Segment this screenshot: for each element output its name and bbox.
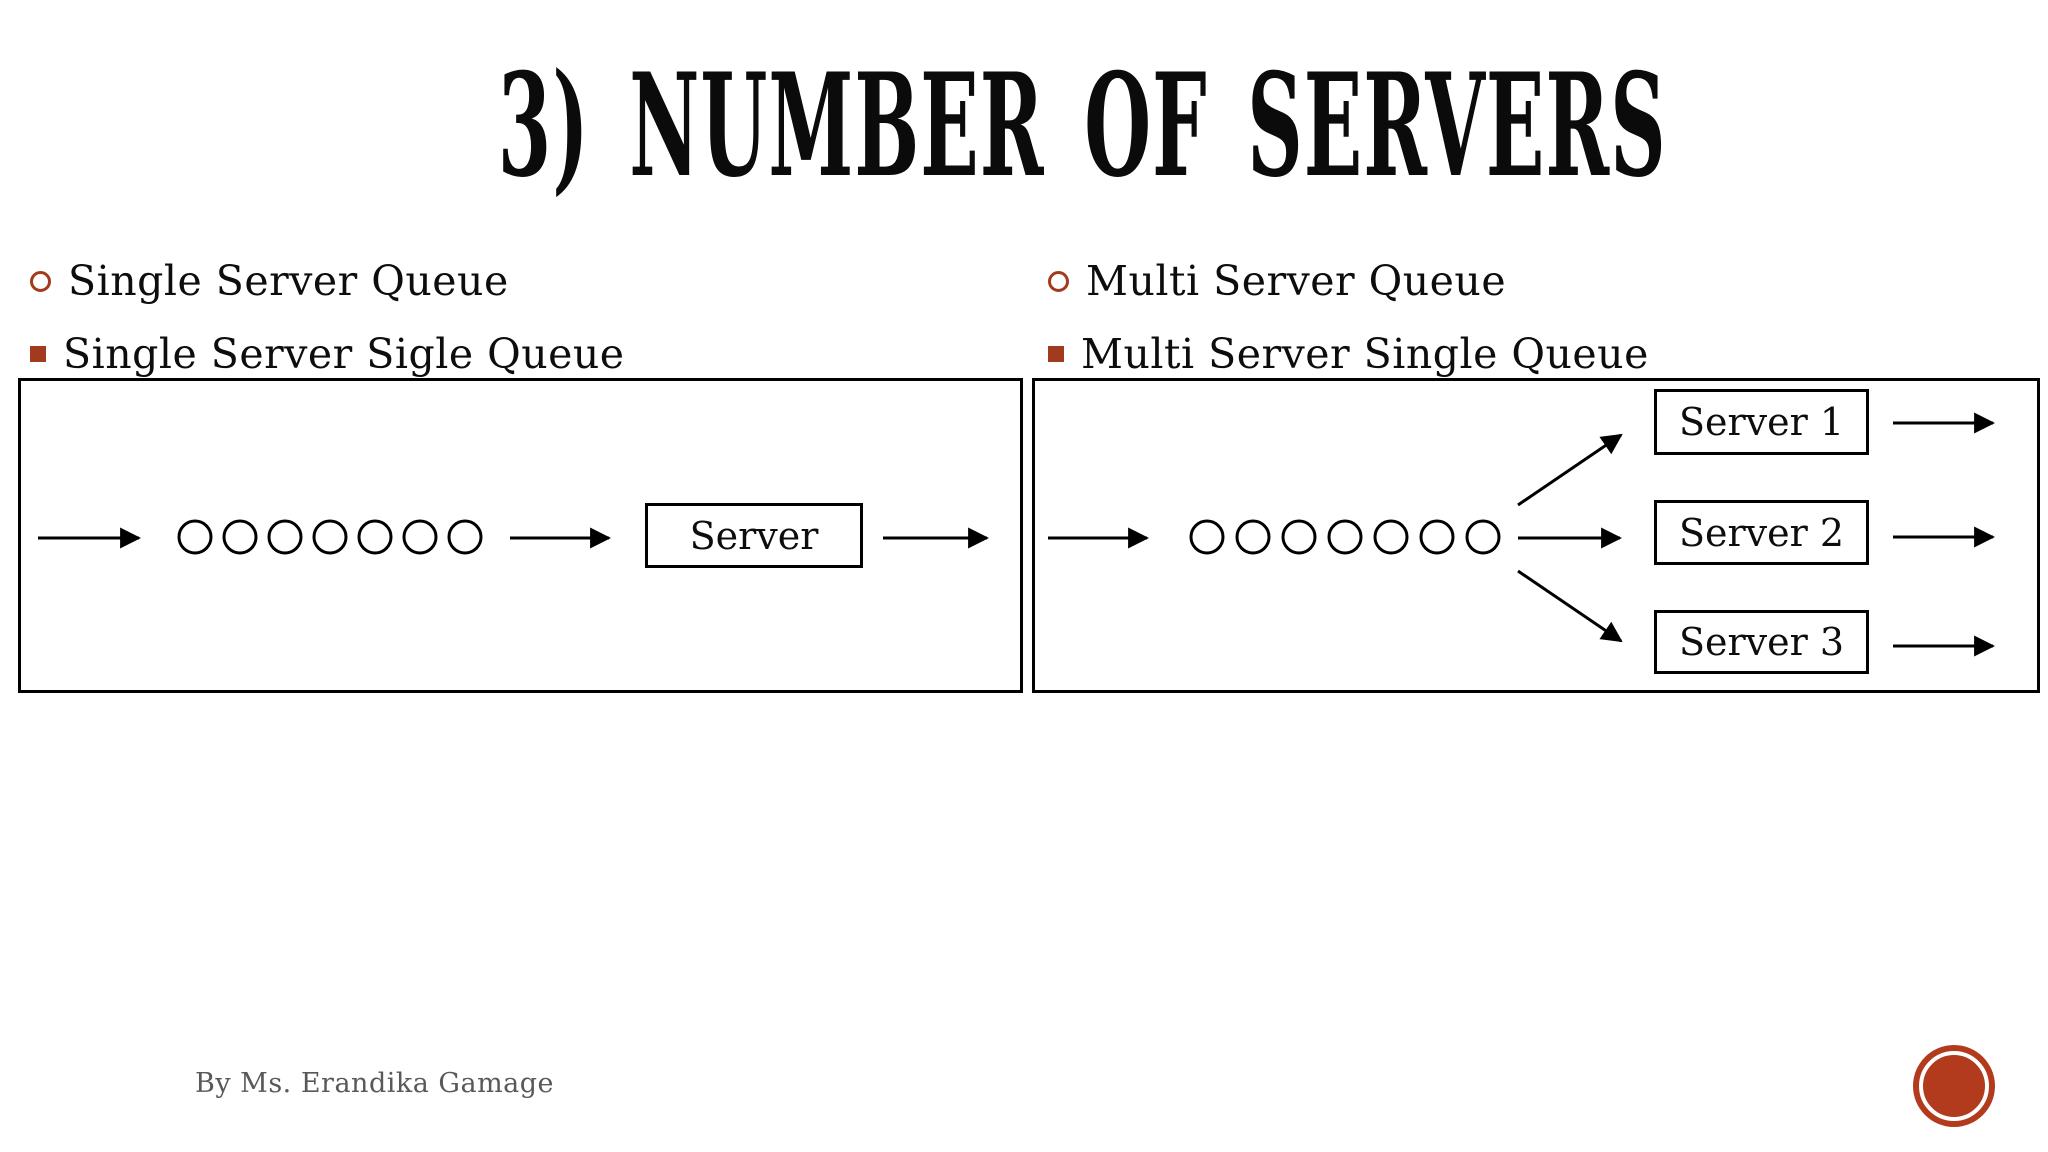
server-3-box: Server 3 bbox=[1654, 610, 1869, 674]
multi-server-bullets: Multi Server Queue Multi Server Single Q… bbox=[1048, 257, 1649, 404]
server-box: Server bbox=[645, 503, 863, 568]
multi-server-flow-graphic bbox=[1048, 412, 1996, 657]
bullet-label: Single Server Sigle Queue bbox=[63, 330, 625, 378]
square-bullet-icon bbox=[1048, 346, 1064, 362]
server-2-box: Server 2 bbox=[1654, 500, 1869, 565]
bullet-label: Multi Server Single Queue bbox=[1081, 330, 1649, 378]
customer-circle bbox=[177, 519, 213, 555]
page-title: 3) NUMBER OF SERVERS bbox=[497, 43, 1667, 209]
customer-circle bbox=[1281, 519, 1317, 555]
list-item: Multi Server Queue bbox=[1048, 257, 1649, 305]
customer-circle bbox=[402, 519, 438, 555]
server-1-box: Server 1 bbox=[1654, 389, 1869, 455]
author-credit: By Ms. Erandika Gamage bbox=[195, 1068, 555, 1099]
customer-circle bbox=[312, 519, 348, 555]
circle-bullet-icon bbox=[1048, 270, 1069, 292]
list-item: Single Server Sigle Queue bbox=[30, 330, 625, 378]
customer-circle bbox=[1373, 519, 1409, 555]
customer-circle bbox=[222, 519, 258, 555]
customer-circle bbox=[1465, 519, 1501, 555]
queue-circles bbox=[177, 519, 483, 555]
single-server-bullets: Single Server Queue Single Server Sigle … bbox=[30, 257, 625, 404]
fanout-arrow-server1-icon bbox=[1517, 433, 1623, 507]
customer-circle bbox=[1189, 519, 1225, 555]
list-item: Multi Server Single Queue bbox=[1048, 330, 1649, 378]
customer-circle bbox=[1327, 519, 1363, 555]
stamp-circle-icon bbox=[1913, 1045, 1995, 1127]
multi-server-diagram: Server 1 Server 2 Server 3 bbox=[1032, 378, 2040, 693]
square-bullet-icon bbox=[30, 346, 46, 362]
customer-circle bbox=[1235, 519, 1271, 555]
customer-circle bbox=[447, 519, 483, 555]
bullet-label: Multi Server Queue bbox=[1086, 257, 1507, 305]
single-server-diagram: Server bbox=[18, 378, 1023, 693]
customer-circle bbox=[267, 519, 303, 555]
single-server-flow-graphic bbox=[38, 519, 990, 555]
title-area: 3) NUMBER OF SERVERS bbox=[0, 48, 2048, 204]
customer-circle bbox=[357, 519, 393, 555]
queue-circles bbox=[1189, 519, 1501, 555]
customer-circle bbox=[1419, 519, 1455, 555]
stamp-inner-ring bbox=[1919, 1051, 1989, 1121]
stamp-outer-circle bbox=[1913, 1045, 1995, 1127]
circle-bullet-icon bbox=[30, 270, 51, 292]
list-item: Single Server Queue bbox=[30, 257, 625, 305]
bullet-label: Single Server Queue bbox=[68, 257, 509, 305]
fanout-arrow-server3-icon bbox=[1517, 569, 1623, 643]
